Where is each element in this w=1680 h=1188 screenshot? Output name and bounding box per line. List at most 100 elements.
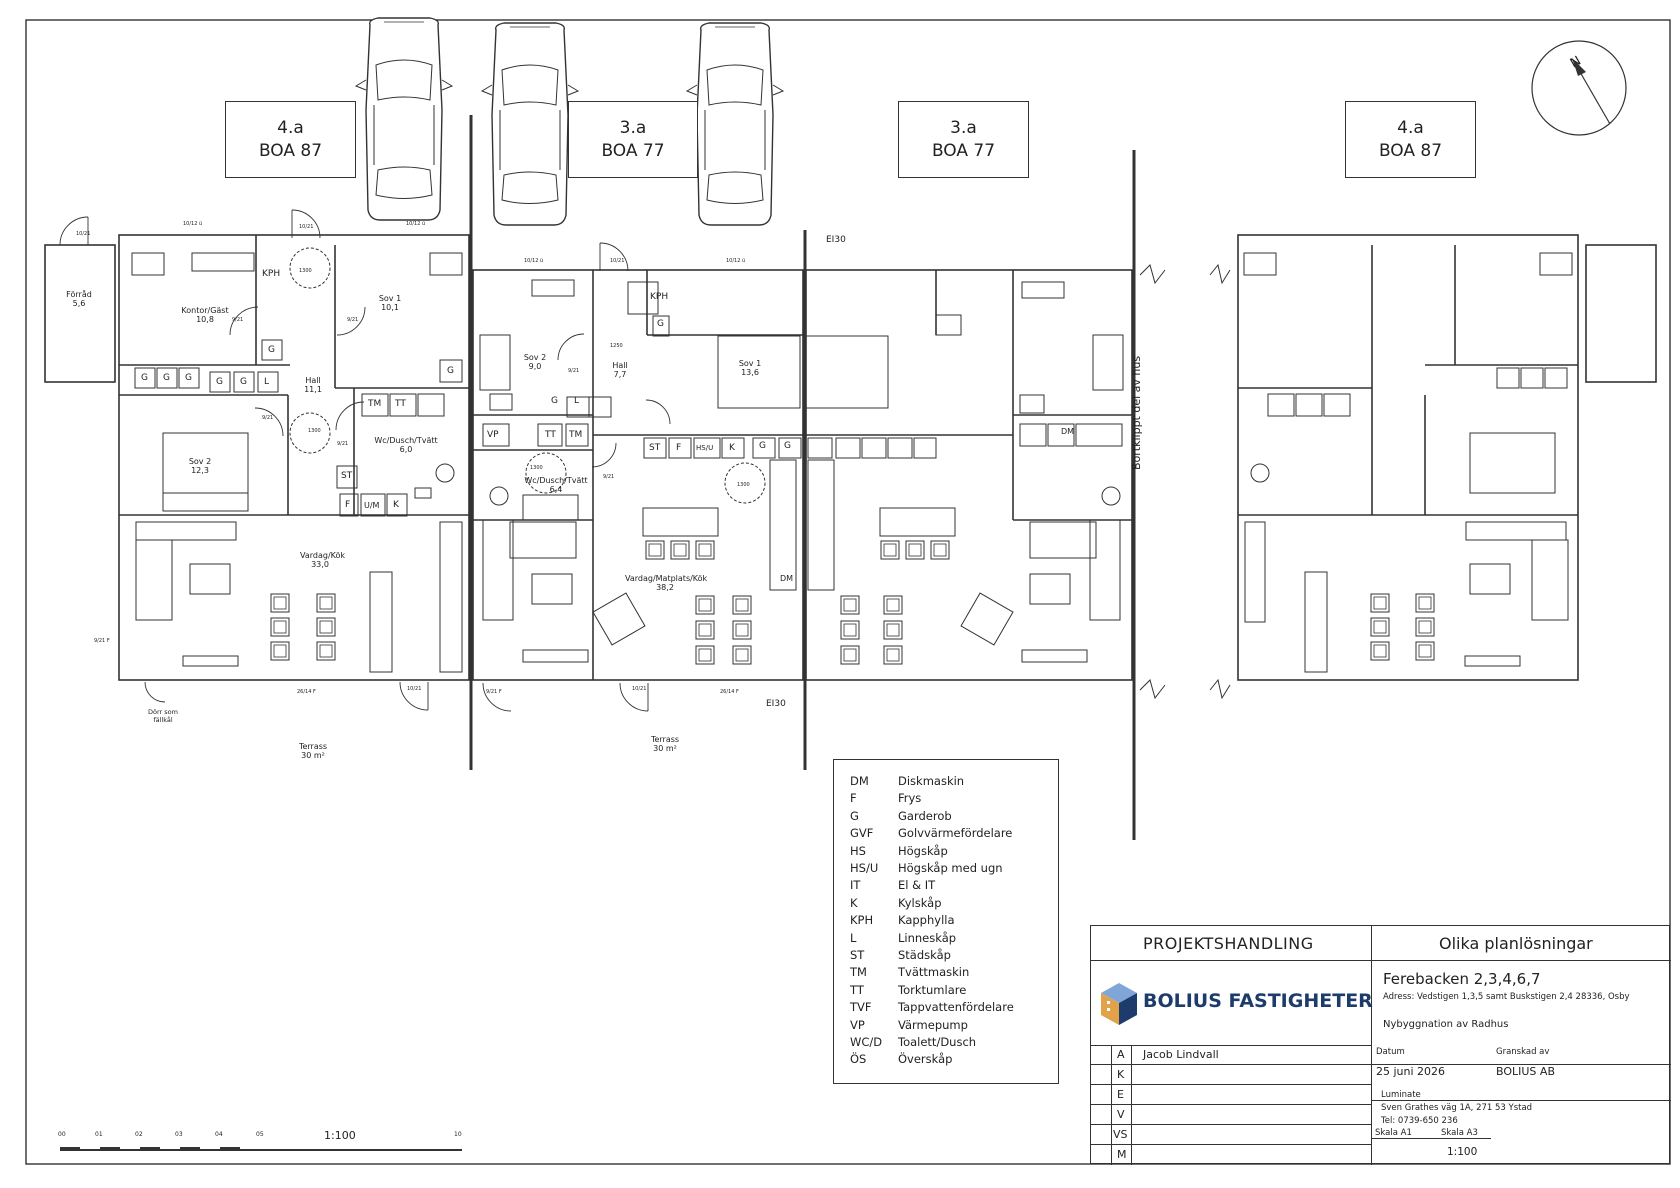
dimension-label: 1250 [610,343,623,349]
unit-area: BOA 77 [931,141,996,161]
ei30-label: EI30 [826,235,846,245]
legend-abbreviation: DM [850,774,869,788]
legend-row: TT Torktumlare [850,983,966,997]
project-address: Adress: Vedstigen 1,3,5 samt Buskstigen … [1383,992,1630,1002]
legend-description: El & IT [898,878,936,893]
legend-abbreviation: G [850,808,859,823]
door-label: 9/21 [262,415,274,421]
unit-type: 4.a [277,118,304,138]
fixture-label: L [264,377,270,387]
fixture-label: DM [780,574,794,583]
fixture-label: G [240,377,247,387]
ei30-label: EI30 [766,699,786,709]
unit-area: BOA 77 [601,141,665,161]
fixture-label: G [759,441,766,451]
dimension-label: 1300 [530,465,543,471]
legend-abbreviation: TM [850,965,867,980]
fixture-label: F [676,443,682,453]
fixture-label: G [784,441,791,451]
legend-row: K Kylskåp [850,896,942,910]
date-label: Datum [1376,1047,1405,1057]
dimension-label: 1300 [308,428,321,434]
legend-description: Högskåp [898,843,948,858]
legend-abbreviation: HS [850,843,866,858]
date-value: 25 juni 2026 [1376,1065,1446,1078]
unit-box-3: 3.a BOA 77 [898,101,1029,178]
legend-description: Kylskåp [898,895,942,910]
revision-letter: M [1117,1148,1127,1161]
scale-a1-label: Skala A1 [1375,1128,1412,1138]
drawn-by: Jacob Lindvall [1143,1048,1219,1061]
legend-abbreviation: L [850,930,857,945]
legend-abbreviation: ST [850,948,865,962]
window-label: 10/12 ü [524,258,544,264]
legend-abbreviation: VP [850,1017,865,1032]
fixture-label: TT [545,430,556,440]
legend-abbreviation: WC/D [850,1035,883,1049]
cut-off-note: Bortklippt del av hus [1130,355,1143,470]
scale-tick: 05 [256,1131,264,1138]
fixture-label: G [268,345,275,355]
revision-letter: E [1117,1088,1124,1101]
legend-description: Högskåp med ugn [898,861,1003,875]
scale-value: 1:100 [1447,1146,1478,1158]
scale-tick: 02 [135,1131,143,1138]
door-label: 10/21 [76,231,91,237]
legend-abbreviation: TT [850,982,864,997]
window-label: 10/12 ü [726,258,746,264]
revision-letter: V [1117,1108,1125,1121]
fixture-label: ST [649,443,661,453]
fixture-label: F [345,500,351,510]
fixture-label: G [551,396,558,406]
fixture-label: HS/U [696,444,714,452]
fixture-label: G [185,373,192,383]
unit-box-1: 4.a BOA 87 [225,101,356,178]
door-label: 9/21 [603,474,615,480]
unit-area: BOA 87 [258,141,323,161]
fixture-label: DM [1061,427,1075,436]
company-logo [1099,981,1139,1027]
legend-abbreviation: HS/U [850,861,879,875]
scale-tick: 04 [215,1131,223,1138]
legend-description: Torktumlare [898,982,967,997]
scale-tick: 10 [454,1131,462,1138]
legend-description: Garderob [898,808,952,823]
window-label: 10/12 ü [406,221,426,227]
legend-abbreviation: ÖS [850,1052,867,1067]
door-label: 10/21 [299,224,314,230]
firm-name: Luminate [1381,1090,1421,1100]
scale-a3-label: Skala A3 [1441,1128,1478,1138]
scale-tick: 01 [95,1131,103,1138]
revision-letter: VS [1113,1128,1128,1141]
unit-type: 4.a [1397,118,1424,138]
fixture-label: TT [395,399,406,409]
window-label: 26/14 F [297,689,316,695]
legend-description: Tappvattenfördelare [898,1000,1014,1015]
door-label: 10/21 [610,258,625,264]
company-name: BOLIUS FASTIGHETER [1143,990,1373,1012]
legend-abbreviation: K [850,895,858,910]
fixture-label: VP [487,430,499,440]
project-description: Nybyggnation av Radhus [1383,1019,1509,1030]
fixture-label: TM [368,399,382,409]
legend-abbreviation: F [850,791,857,806]
status-text: PROJEKTSHANDLING [1143,934,1314,953]
legend-row: HS/U Högskåp med ugn [850,861,1003,875]
unit-type: 3.a [619,118,647,138]
